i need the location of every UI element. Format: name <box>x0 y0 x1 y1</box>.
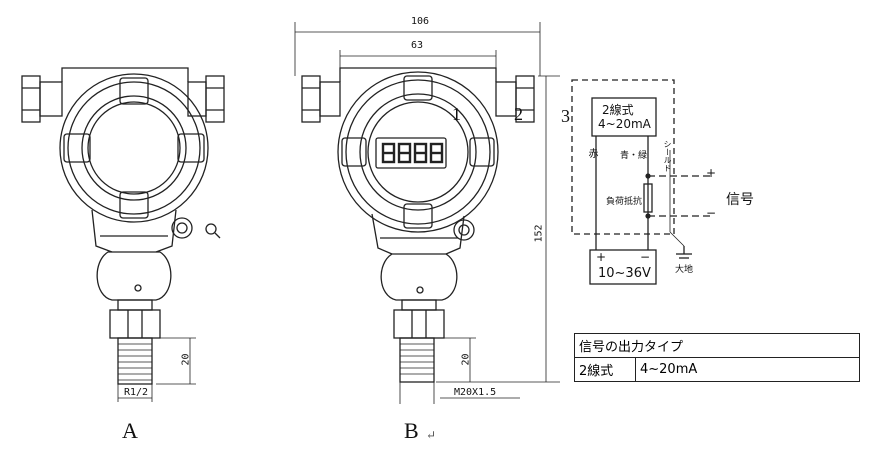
signal-label: 信号 <box>726 192 754 208</box>
thread-b-spec: M20X1.5 <box>454 387 497 398</box>
supply-voltage-label: 10~36V <box>598 266 651 281</box>
red-wire-label: 赤 <box>586 148 597 158</box>
module-type-label: 2線式 <box>602 103 634 117</box>
thread-a-spec: R1/2 <box>124 387 149 398</box>
signal-plus-label: + <box>706 166 717 180</box>
view-b-thread-hatching <box>400 343 434 375</box>
view-b-housing <box>301 67 535 383</box>
lcd-display <box>381 142 444 164</box>
output-table-type: 2線式 <box>574 357 636 382</box>
shield-label: シールド <box>663 140 672 172</box>
wiring-diagram <box>571 79 714 285</box>
return-mark: ↵ <box>426 428 437 442</box>
height-dimension: 152 <box>533 224 545 243</box>
callout-2: 2 <box>514 104 523 124</box>
supply-plus-label: + <box>596 250 607 264</box>
overall-width-dimension: 106 <box>411 16 430 27</box>
view-a-dimensions <box>117 337 196 402</box>
magnifier-icon <box>205 223 221 239</box>
view-a-housing <box>21 67 225 385</box>
thread-length-b-dimension: 20 <box>460 353 472 366</box>
view-a-thread-hatching <box>118 343 152 381</box>
blue-green-wire-label: 青・緑 <box>620 151 648 161</box>
module-range-label: 4~20mA <box>598 117 651 131</box>
cap-width-dimension: 63 <box>411 40 424 51</box>
view-b-label: B <box>404 418 419 443</box>
output-table-title: 信号の出力タイプ <box>574 333 860 358</box>
thread-length-a-dimension: 20 <box>180 353 192 366</box>
signal-minus-label: − <box>706 206 717 220</box>
callout-1: 1 <box>452 104 461 124</box>
view-a-label: A <box>122 418 138 443</box>
supply-minus-label: − <box>640 250 651 264</box>
callout-3: 3 <box>561 106 570 126</box>
output-table-range: 4~20mA <box>635 357 860 382</box>
ground-label: 大地 <box>675 265 694 275</box>
output-type-table: 信号の出力タイプ 2線式 4~20mA <box>574 333 860 382</box>
load-label: 負荷抵抗 <box>606 197 643 207</box>
view-b-dimensions <box>294 22 560 404</box>
